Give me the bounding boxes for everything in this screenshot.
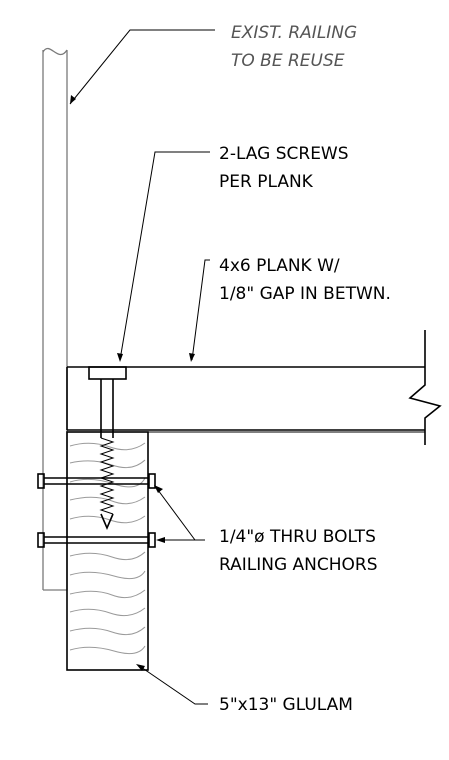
leader-plank — [191, 259, 210, 361]
existing-railing-post — [42, 47, 68, 591]
label-plank: 4x6 PLANK W/ 1/8" GAP IN BETWN. — [219, 256, 391, 304]
svg-text:RAILING ANCHORS: RAILING ANCHORS — [219, 555, 378, 575]
label-lag-screws: 2-LAG SCREWS PER PLANK — [219, 144, 349, 192]
svg-text:EXIST. RAILING: EXIST. RAILING — [231, 23, 357, 43]
thru-bolt-lower — [37, 532, 156, 548]
thru-bolt-upper — [37, 473, 156, 489]
label-existing-railing: EXIST. RAILING TO BE REUSE — [231, 23, 357, 71]
wood-grain — [69, 442, 146, 655]
break-line — [408, 330, 442, 445]
svg-text:1/8" GAP IN BETWN.: 1/8" GAP IN BETWN. — [219, 284, 391, 304]
svg-text:1/4"ø THRU BOLTS: 1/4"ø THRU BOLTS — [219, 527, 376, 547]
leader-lag-screws — [119, 151, 210, 361]
label-glulam: 5"x13" GLULAM — [219, 695, 353, 715]
label-thru-bolts: 1/4"ø THRU BOLTS RAILING ANCHORS — [219, 527, 378, 575]
leader-lines — [69, 29, 215, 705]
lag-screw — [88, 366, 127, 531]
svg-text:5"x13" GLULAM: 5"x13" GLULAM — [219, 695, 353, 715]
svg-text:PER PLANK: PER PLANK — [219, 172, 314, 192]
svg-text:TO BE REUSE: TO BE REUSE — [231, 51, 345, 71]
leader-existing-railing — [69, 29, 215, 105]
svg-text:4x6 PLANK W/: 4x6 PLANK W/ — [219, 256, 340, 276]
leader-glulam — [137, 664, 208, 705]
plank-section — [66, 330, 442, 445]
svg-text:2-LAG SCREWS: 2-LAG SCREWS — [219, 144, 349, 164]
leader-thru-bolts — [154, 485, 205, 541]
